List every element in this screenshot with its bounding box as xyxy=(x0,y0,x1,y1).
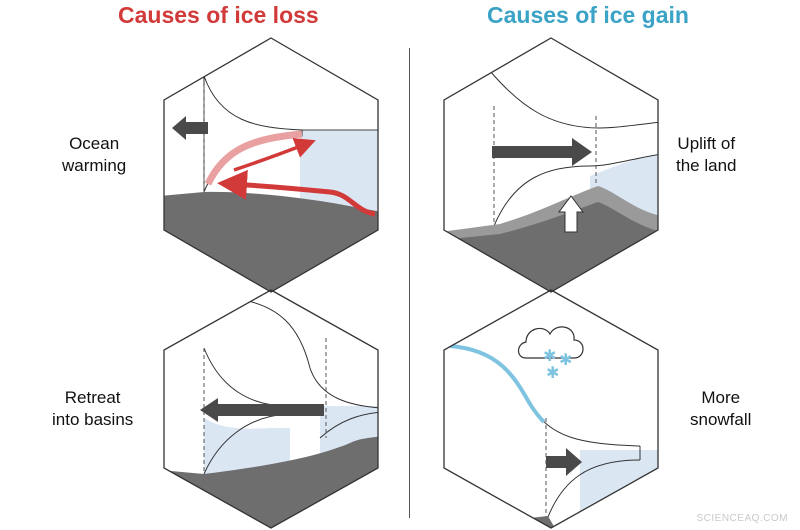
heading-ice-loss: Causes of ice loss xyxy=(118,2,319,28)
label-more-snowfall: More snowfall xyxy=(690,388,752,429)
retreat-arrow-left xyxy=(200,398,324,422)
label-ocean-warming: Ocean warming xyxy=(62,134,127,175)
warm-water-arrow-out xyxy=(233,137,316,172)
ocean-water xyxy=(580,450,658,528)
center-divider xyxy=(409,48,410,518)
warm-water-arrow-in xyxy=(217,169,376,217)
svg-text:✱: ✱ xyxy=(546,363,559,382)
snowflake-icon: ✱ ✱ ✱ xyxy=(543,346,572,382)
watermark: SCIENCEAQ.COM xyxy=(696,513,788,524)
svg-text:✱: ✱ xyxy=(559,350,572,369)
advance-arrow-right xyxy=(546,448,582,476)
panel-uplift-of-the-land xyxy=(443,37,659,293)
heading-ice-gain: Causes of ice gain xyxy=(487,2,689,28)
advance-arrow-right xyxy=(492,138,592,166)
snow-layer xyxy=(449,344,546,424)
hex-border xyxy=(443,37,659,293)
melt-band xyxy=(204,130,303,186)
basin-water xyxy=(204,418,290,478)
retreat-arrow-left xyxy=(172,116,208,140)
bedrock xyxy=(164,191,378,292)
ice-base xyxy=(543,459,641,528)
hex-border xyxy=(163,37,379,293)
panel-ocean-warming xyxy=(163,37,379,293)
uplift-arrow-up xyxy=(558,195,584,233)
ice-base xyxy=(493,153,658,227)
panel-retreat-into-basins xyxy=(163,289,379,529)
svg-text:✱: ✱ xyxy=(543,346,556,365)
ice-surface xyxy=(229,297,378,409)
hex-border xyxy=(443,289,659,529)
ice-surface xyxy=(489,70,658,129)
label-retreat-into-basins: Retreat into basins xyxy=(52,388,134,429)
bedrock xyxy=(444,516,556,528)
label-uplift-of-the-land: Uplift of the land xyxy=(676,134,737,175)
panel-more-snowfall: ✱ ✱ ✱ xyxy=(443,289,659,529)
hex-border xyxy=(163,289,379,529)
cloud-icon xyxy=(517,326,584,359)
